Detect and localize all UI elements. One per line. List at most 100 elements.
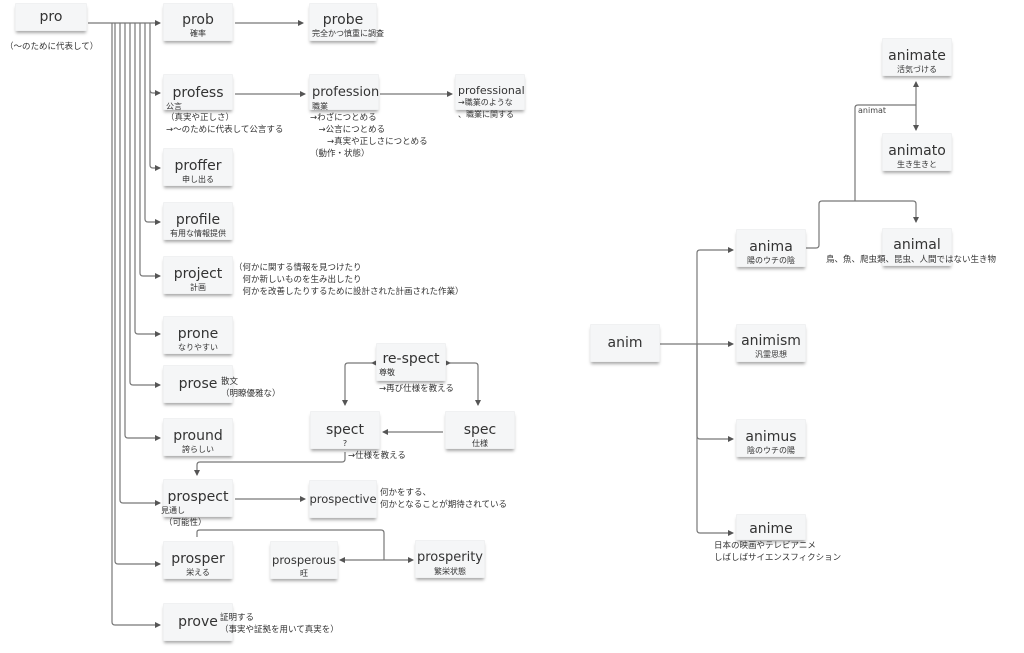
node-word: prose [178, 376, 218, 392]
node-project[interactable]: project 計画 [163, 256, 233, 294]
pro-note: （～のために代表して） [5, 42, 99, 52]
node-meaning: ? [342, 439, 348, 448]
animat-label: animat [858, 106, 887, 115]
node-probe[interactable]: probe 完全かつ慎重に調査 [309, 3, 384, 41]
edge-pro-project [139, 23, 161, 279]
node-prospect[interactable]: prospect 見通し [161, 479, 233, 517]
anime-note: 日本の映画やテレビアニメ しばしばサイエンスフィクション [714, 541, 842, 563]
node-word: prosper [171, 551, 225, 567]
node-word: prosperous [272, 553, 336, 567]
prospective-note: 何かをする、 何かとなることが期待されている [380, 488, 507, 510]
respect-note: →再び仕様を教える [379, 384, 454, 394]
node-prone[interactable]: prone なりやすい [163, 316, 233, 354]
prospect-note: （可能性） [164, 518, 207, 528]
node-meaning: 汎霊思想 [755, 350, 787, 359]
node-prose[interactable]: prose [163, 365, 233, 403]
node-meaning: 栄える [186, 568, 210, 577]
edge-pro-prospect [119, 23, 161, 506]
node-anim[interactable]: anim [590, 324, 660, 362]
prose-note: 散文 （明瞭優雅な） [221, 377, 281, 399]
node-word: profession [312, 85, 380, 100]
node-word: animism [741, 333, 801, 349]
edge-pro-proffer [149, 90, 161, 171]
edge-respect-spect [342, 360, 377, 406]
node-prosperous[interactable]: prosperous 旺 [270, 541, 338, 579]
node-word: prone [177, 326, 219, 342]
node-meaning: 旺 [300, 569, 308, 578]
node-word: animate [888, 48, 946, 64]
profession-note: →わざにつとめる →公言につとめる →真実や正しさにつとめる （動作・状態） [310, 113, 428, 159]
node-animal[interactable]: animal [882, 228, 952, 266]
node-animism[interactable]: animism 汎霊思想 [736, 324, 806, 362]
node-word: professional [458, 84, 525, 97]
node-professional[interactable]: professional →職業のような 、職業に関する [455, 74, 525, 119]
node-word: profile [175, 212, 221, 228]
node-meaning: 仕様 [472, 439, 488, 448]
profess-note: （真実や正しさ） →～のために代表して公言する [166, 113, 284, 135]
node-word: prove [178, 614, 218, 630]
node-word: anima [749, 239, 793, 255]
node-word: project [173, 266, 223, 282]
node-pro[interactable]: pro [15, 3, 87, 31]
node-meaning: 尊敬 [379, 368, 395, 377]
node-proffer[interactable]: proffer 申し出る [163, 148, 233, 186]
node-word: animal [893, 237, 941, 253]
node-word: profess [172, 85, 224, 101]
node-meaning: 誇らしい [182, 445, 214, 454]
node-animato[interactable]: animato 生き生きと [882, 133, 952, 171]
node-word: prospect [167, 489, 229, 505]
node-prob[interactable]: prob 確率 [163, 3, 233, 41]
node-meaning: 陽のウチの陰 [747, 256, 795, 265]
node-meaning: 活気づける [897, 65, 937, 74]
project-note: （何かに関する情報を見つけたり 何か新しいものを生み出したり 何かを改善したりす… [234, 263, 464, 297]
spect-note: →仕様を教える [348, 451, 406, 461]
node-animate[interactable]: animate 活気づける [882, 38, 952, 76]
edge-pro-prose [129, 23, 161, 388]
edge-anim-anima [696, 247, 734, 344]
node-profile[interactable]: profile 有用な情報提供 [163, 202, 233, 240]
node-word: prosperity [416, 550, 484, 565]
edge-anim-anime [696, 344, 734, 536]
node-meaning: なりやすい [178, 343, 218, 352]
node-respect[interactable]: re-spect 尊敬 [376, 343, 446, 381]
node-meaning: 繁栄状態 [434, 567, 466, 576]
node-prove[interactable]: prove [163, 603, 233, 641]
node-word: anime [749, 521, 793, 537]
node-word: prospective [309, 492, 377, 506]
edge-pro-pround [124, 23, 161, 441]
prove-note: 証明する （事実や証拠を用いて真実を） [220, 613, 339, 635]
node-word: animato [888, 143, 946, 159]
node-word: prob [182, 12, 214, 28]
node-prosperity[interactable]: prosperity 繁栄状態 [415, 540, 485, 578]
node-meaning: 生き生きと [897, 160, 937, 169]
node-pround[interactable]: pround 誇らしい [163, 418, 233, 456]
node-spec[interactable]: spec 仕様 [445, 411, 515, 449]
edge-pro-profess [149, 23, 161, 96]
node-meaning: 有用な情報提供 [170, 229, 226, 238]
node-meaning: 見通し [161, 506, 185, 515]
node-word: probe [322, 12, 364, 28]
node-meaning: 職業 [312, 102, 328, 111]
node-meaning: 陰のウチの陽 [747, 446, 795, 455]
node-word: spec [463, 422, 497, 438]
node-profess[interactable]: profess 公言 [163, 74, 233, 111]
edge-pro-prone [134, 23, 161, 337]
edge-pro-profile [144, 23, 161, 225]
node-meaning: 計画 [190, 283, 206, 292]
node-spect[interactable]: spect ? [310, 411, 380, 449]
edge-anim-animus [696, 344, 734, 442]
node-anime[interactable]: anime [736, 514, 806, 540]
edge-pro-prosper [114, 23, 161, 567]
node-prosper[interactable]: prosper 栄える [163, 541, 233, 579]
node-animus[interactable]: animus 陰のウチの陽 [736, 419, 806, 457]
node-meaning: →職業のような 、職業に関する [458, 98, 514, 119]
node-word: animus [745, 429, 797, 445]
node-word: pround [173, 428, 223, 444]
node-profession[interactable]: profession 職業 [309, 74, 380, 111]
node-anima[interactable]: anima 陽のウチの陰 [736, 229, 806, 267]
node-prospective[interactable]: prospective [309, 480, 377, 518]
node-word: pro [39, 9, 63, 25]
node-word: anim [607, 335, 643, 351]
edge-respect-spec [445, 360, 481, 406]
